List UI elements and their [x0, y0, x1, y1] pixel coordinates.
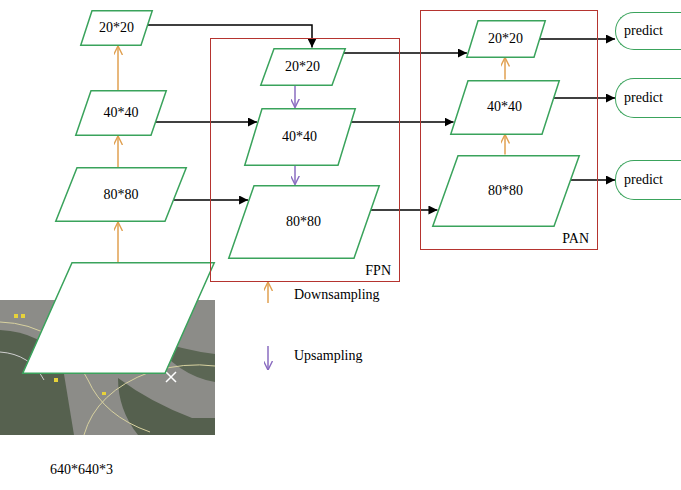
box-label: 80*80: [286, 214, 321, 230]
box-label: 40*40: [104, 105, 139, 121]
connector-arrow: [343, 52, 466, 54]
predict-box: predict: [615, 160, 681, 200]
connector-arrow: [117, 222, 119, 262]
box-label: 40*40: [487, 99, 522, 115]
box-label: 80*80: [104, 187, 139, 203]
legend-entry: Upsampling: [294, 346, 362, 364]
box-label: predict: [624, 23, 663, 39]
feature-map: 40*40: [450, 80, 560, 135]
upsampling-sample: [267, 346, 269, 370]
box-label: 80*80: [488, 183, 523, 199]
predict-box: predict: [615, 78, 681, 118]
fpn-region: FPN 20*20 40*40 80*80: [210, 38, 400, 282]
feature-map: 40*40: [75, 90, 167, 136]
feature-map: 40*40: [244, 108, 356, 166]
connector-arrow: [156, 121, 257, 123]
legend-label: Downsampling: [294, 287, 380, 303]
connector-arrow: [294, 166, 296, 185]
legend-entry: Downsampling: [294, 285, 380, 303]
connector-arrow: [539, 38, 615, 40]
connector-arrow: [570, 179, 615, 181]
box-label: 20*20: [488, 31, 523, 47]
box-label: predict: [624, 172, 663, 188]
connector-arrow: [504, 135, 506, 155]
feature-map: 20*20: [260, 48, 346, 86]
connector-arrow: [148, 25, 312, 48]
predict-box: predict: [615, 12, 681, 50]
pan-region: PAN 20*20 40*40 80*80: [420, 10, 598, 250]
feature-map: 80*80: [55, 167, 187, 222]
connector-arrow: [351, 121, 454, 123]
connector-arrow: [553, 97, 615, 99]
region-label: PAN: [562, 231, 589, 247]
input-image: 640*640*3: [22, 262, 215, 374]
parallelogram-outline: [22, 262, 215, 374]
region-label: FPN: [365, 263, 391, 279]
feature-map: 20*20: [466, 20, 546, 58]
connector-arrow: [294, 86, 296, 108]
feature-map: 80*80: [432, 155, 580, 227]
feature-map: 80*80: [228, 185, 380, 259]
box-label: 20*20: [285, 59, 320, 75]
box-label: predict: [624, 90, 663, 106]
connector-arrow: [117, 46, 119, 90]
downsampling-sample: [267, 282, 269, 303]
connector-arrow: [371, 209, 438, 211]
box-label: 20*20: [99, 20, 134, 36]
box-label: 40*40: [282, 129, 317, 145]
connector-arrow: [504, 58, 506, 80]
legend-label: Upsampling: [294, 348, 362, 364]
feature-map: 20*20: [80, 10, 153, 46]
connector-arrow: [117, 136, 119, 167]
image-caption: 640*640*3: [50, 462, 243, 478]
